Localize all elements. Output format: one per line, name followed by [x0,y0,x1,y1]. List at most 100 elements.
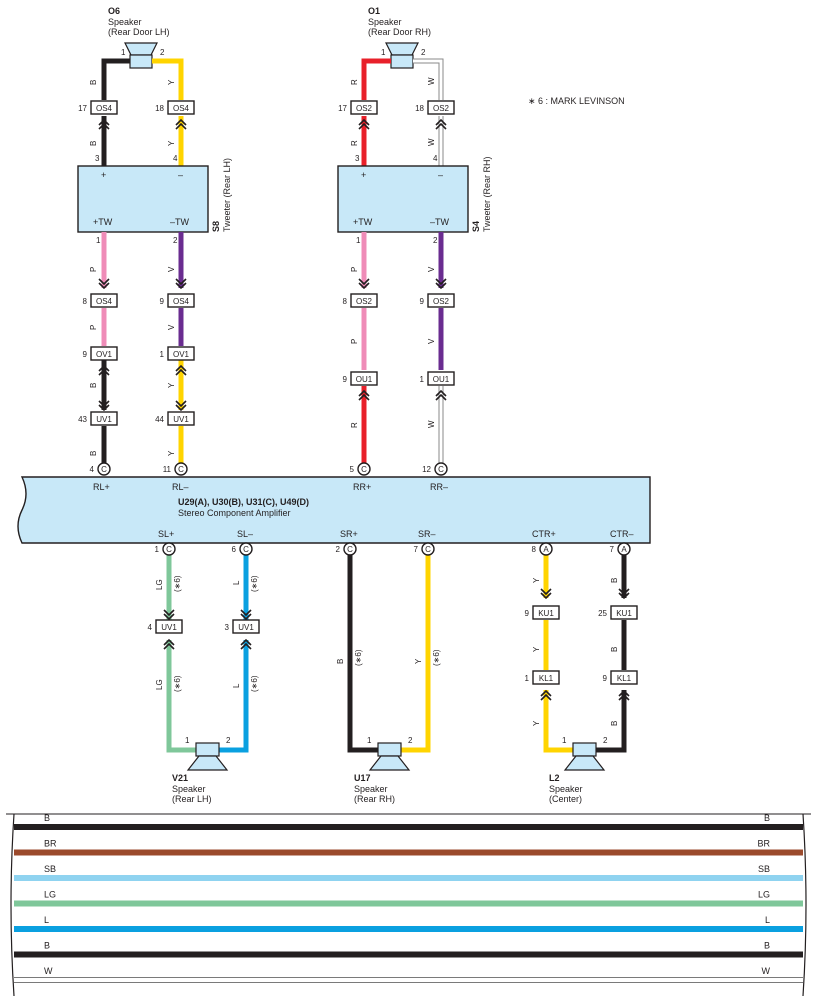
terminal-label: +TW [93,217,113,227]
terminal-label: RR+ [353,482,371,492]
connector-uv1-lower: UV1 4 UV1 3 [148,609,260,650]
pin-label: 43 [78,415,87,424]
connector-label: OS4 [173,297,190,306]
wire-color-label: Y [167,450,176,456]
wire-color-label: Y [532,720,541,726]
wire-color-label: Y [167,382,176,388]
terminal-label: – [178,170,183,180]
wire-color-label: P [89,325,98,330]
mark-levinson-note: ∗ 6 : MARK LEVINSON [528,96,625,106]
wire-color-label: R [350,140,359,146]
tweeter-name: Tweeter (Rear LH) [222,158,232,232]
connector-label: UV1 [173,415,189,424]
amplifier-title: U29(A), U30(B), U31(C), U49(D) [178,497,309,507]
wire-color-label: V [427,266,436,272]
pin-label: 1 [381,48,386,57]
tweeter-s4: 3 4 + – +TW –TW 1 2 S4 Tweeter (Rear RH) [337,154,492,245]
connector-label: OS2 [433,104,450,113]
terminal-label: –TW [170,217,190,227]
wire-note: (∗6) [173,675,182,692]
terminal-label: RL– [172,482,189,492]
wire-note: (∗6) [250,575,259,592]
connector-label: OS4 [96,104,113,113]
speaker-v21-icon [186,755,229,771]
wire-color-label: B [336,659,345,664]
legend-label: L [765,915,770,925]
legend-label: W [762,966,771,976]
wire-color-label: W [427,138,436,146]
wires-rear-lh: LG (∗6) L (∗6) LG (∗6) L (∗6) [155,555,259,753]
pin-label: 2 [160,48,165,57]
connector-os2-lower: OS2 8 OS2 9 [343,278,455,308]
speaker-o6-label: Speaker [108,17,142,27]
pin-label: 2 [408,736,413,745]
pin-label: 18 [155,104,164,113]
connector-letter: C [438,465,444,474]
legend-label: LG [758,890,770,900]
speaker-u17: 1 2 U17 Speaker (Rear RH) [354,736,413,804]
speaker-o6-location: (Rear Door LH) [108,27,170,37]
wire-color-label: R [350,79,359,85]
legend-label: SB [44,864,56,874]
wire-color-label: B [89,141,98,146]
pin-label: 1 [185,736,190,745]
terminal-label: CTR+ [532,529,556,539]
pin-label: 5 [350,465,355,474]
wires-tweeter-rh: P V P V R W [350,232,444,463]
connector-label: UV1 [161,623,177,632]
pin-label: 3 [355,154,360,163]
wire-color-label: V [167,324,176,330]
legend-label: B [44,813,50,823]
pin-label: 18 [415,104,424,113]
pin-label: 9 [603,674,608,683]
connector-letter: C [243,545,249,554]
connector-uv1-upper: UV1 43 UV1 44 [78,400,195,426]
connector-label: KL1 [539,674,554,683]
pin-label: 1 [356,236,361,245]
terminal-label: + [101,170,106,180]
stereo-component-amplifier: U29(A), U30(B), U31(C), U49(D) Stereo Co… [17,476,651,544]
pin-label: 11 [163,465,172,474]
wire-color-label: Y [532,577,541,583]
connector-letter: C [178,465,184,474]
connector-letter: C [347,545,353,554]
connector-letter: C [166,545,172,554]
speaker-u17-label: Speaker [354,784,388,794]
speaker-l2: 1 2 L2 Speaker (Center) [549,736,608,804]
speaker-v21-label: Speaker [172,784,206,794]
terminal-label: SL– [237,529,253,539]
legend-label: L [44,915,49,925]
pin-label: 9 [160,297,165,306]
connector-kl1: KL1 1 KL1 9 [525,670,638,701]
wire-color-label: B [89,451,98,456]
speaker-v21-location: (Rear LH) [172,794,212,804]
connector-label: KL1 [617,674,632,683]
speaker-u17-location: (Rear RH) [354,794,395,804]
speaker-u17-icon [368,755,411,771]
terminal-label: SR+ [340,529,358,539]
pin-label: 4 [433,154,438,163]
pin-label: 2 [603,736,608,745]
wire-color-label: B [610,578,619,583]
pin-label: 8 [343,297,348,306]
tweeter-s8: 3 4 + – +TW –TW 1 2 S8 Tweeter (Rear LH) [77,154,232,245]
connector-letter: A [543,545,549,554]
terminal-label: +TW [353,217,373,227]
terminal-label: –TW [430,217,450,227]
pin-label: 1 [525,674,530,683]
pin-label: 3 [95,154,100,163]
terminal-label: + [361,170,366,180]
pin-label: 7 [610,545,615,554]
wire-color-label: P [89,267,98,272]
tweeter-code: S4 [471,221,481,232]
pin-label: 1 [121,48,126,57]
pin-label: 3 [225,623,230,632]
pin-label: 17 [338,104,347,113]
pin-label: 17 [78,104,87,113]
wire-color-label: R [350,422,359,428]
legend-label: BR [44,839,57,849]
pin-label: 9 [83,350,88,359]
legend-label: B [764,941,770,951]
